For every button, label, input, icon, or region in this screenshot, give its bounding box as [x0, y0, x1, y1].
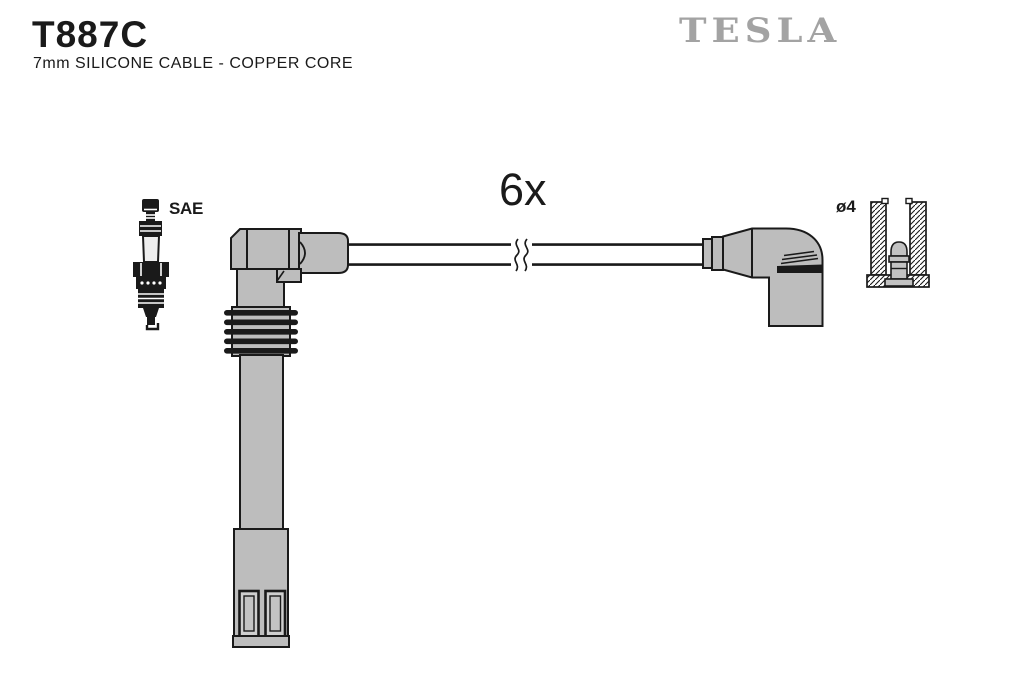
boot-connector-windows: [238, 589, 287, 639]
plug-standard-label: SAE: [169, 199, 204, 218]
quantity-label: 6x: [499, 164, 547, 215]
brand-logo: TESLA: [679, 10, 842, 51]
distributor-boot-illustration: [702, 227, 824, 327]
plug-boot-illustration: [224, 228, 349, 648]
part-number: T887C: [32, 14, 149, 55]
terminal-pin: [884, 241, 914, 287]
part-description: 7mm SILICONE CABLE - COPPER CORE: [33, 55, 354, 72]
cable-break-mark: [511, 238, 532, 272]
terminal-diameter-label: ø4: [836, 197, 856, 216]
ignition-cable: [344, 238, 706, 272]
spark-plug-icon: [133, 199, 169, 331]
boot-ribs: [224, 310, 298, 354]
terminal-cross-section: [866, 197, 930, 288]
